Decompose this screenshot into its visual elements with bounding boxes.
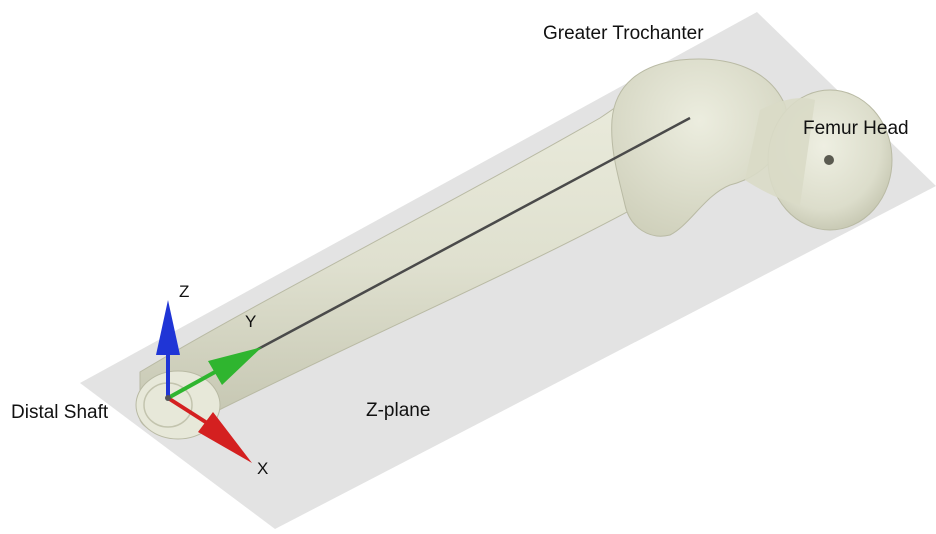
label-greater-trochanter: Greater Trochanter [543, 24, 704, 43]
label-femur-head: Femur Head [803, 119, 909, 138]
label-axis-x: X [257, 460, 268, 477]
label-axis-y: Y [245, 313, 256, 330]
triad-origin [165, 395, 171, 401]
label-axis-z: Z [179, 283, 189, 300]
fovea-hole [824, 155, 834, 165]
label-z-plane: Z-plane [366, 401, 430, 420]
label-distal-shaft: Distal Shaft [11, 403, 108, 422]
z-axis-arrowhead [156, 300, 180, 355]
